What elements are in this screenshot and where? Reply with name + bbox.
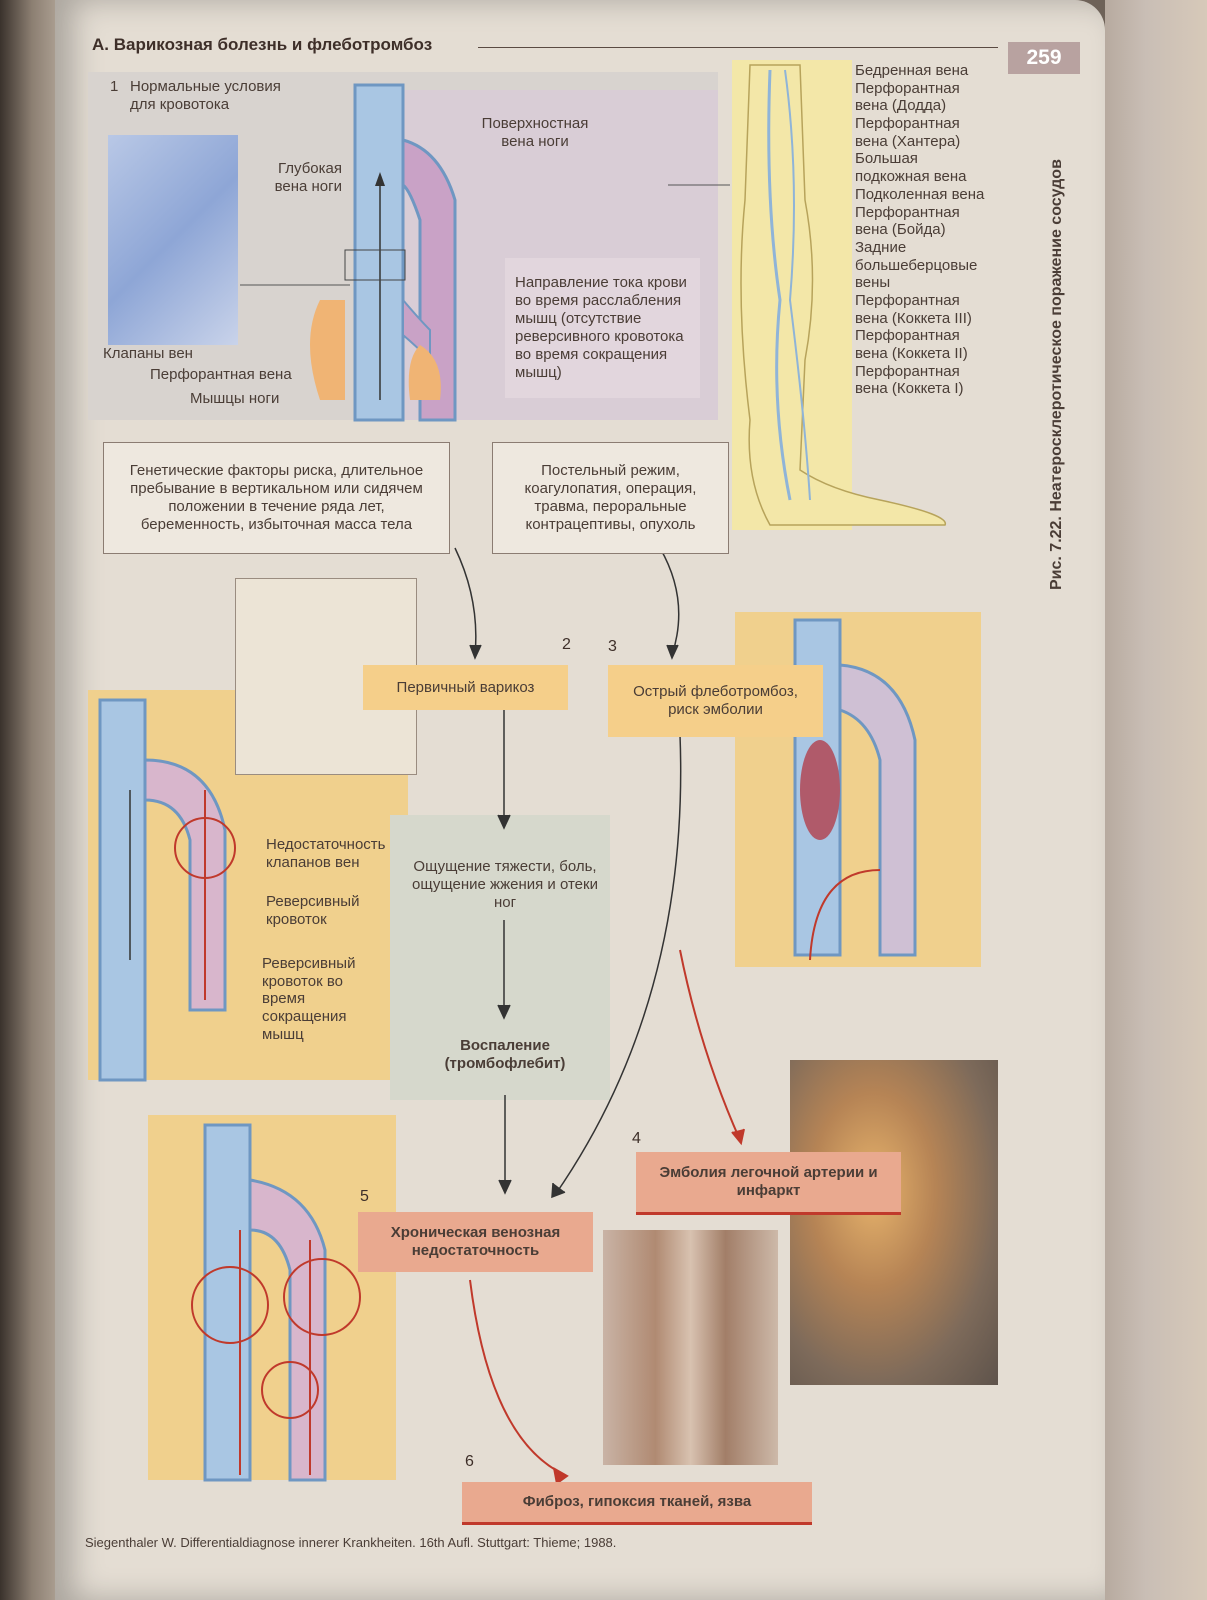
symptoms-label: Ощущение тяжести, боль, ощущение жжения … [412, 858, 598, 911]
label-deep-vein: Глубокая вена ноги [274, 160, 342, 195]
legs-ulcer-photo [603, 1230, 778, 1465]
leg-label: Перфорантная вена (Коккета III) [855, 291, 972, 327]
chronic-box: Хроническая венозная недостаточность [358, 1212, 593, 1272]
risk-factors-left: Генетические факторы риска, длительное п… [103, 442, 450, 554]
step-number-4: 4 [632, 1130, 641, 1147]
valves-photo [108, 135, 238, 345]
leg-outline [740, 64, 946, 526]
risk-factors-right: Постельный режим, коагулопатия, операция… [492, 442, 729, 554]
flow-direction-box: Направление тока крови во время расслабл… [505, 258, 700, 398]
leg-label: Перфорантная вена (Хантера) [855, 115, 961, 150]
step-number-6: 6 [465, 1453, 474, 1470]
panel5-background [148, 1115, 396, 1480]
panel2-veins [98, 698, 236, 1082]
embolism-label: Эмболия легочной артерии и инфаркт [659, 1164, 878, 1199]
leg-label: Перфорантная вена (Коккета II) [855, 327, 968, 362]
acute-thrombosis-box: Острый флеботромбоз, риск эмболии [608, 665, 823, 737]
label-valve-insufficiency: Недостаточность клапанов вен [266, 836, 386, 871]
label-perforant: Перфорантная вена [150, 366, 292, 383]
step-number-5: 5 [360, 1188, 369, 1205]
leg-label: Перфорантная вена (Коккета I) [855, 362, 964, 398]
flow-direction-label: Направление тока крови во время расслабл… [515, 274, 687, 381]
panel1-subtitle: Нормальные условия для кровотока [130, 78, 281, 113]
title-rule [478, 47, 998, 48]
primary-varicose-box: Первичный варикоз [363, 665, 568, 710]
inflammation-label: Воспаление (тромбофлебит) [444, 1037, 566, 1072]
label-reverse-flow: Реверсивный кровоток [266, 893, 360, 928]
embolism-underline [636, 1212, 901, 1215]
leg-label: Перфорантная вена (Додда) [855, 79, 960, 115]
source-footer: Siegenthaler W. Differentialdiagnose inn… [85, 1535, 617, 1550]
leg-label: Подколенная вена [855, 185, 985, 203]
leg-labels: Бедренная вена Перфорантная вена (Додда)… [855, 62, 995, 398]
embolism-box: Эмболия легочной артерии и инфаркт [636, 1152, 901, 1212]
page-edge [1105, 0, 1207, 1600]
label-muscles: Мышцы ноги [190, 390, 280, 407]
inflammation-box: Воспаление (тромбофлебит) [415, 1025, 595, 1085]
acute-thrombosis-label: Острый флеботромбоз, риск эмболии [633, 683, 798, 718]
panel5-veins [191, 1123, 361, 1482]
primary-varicose-label: Первичный варикоз [396, 678, 535, 696]
fibrosis-label: Фиброз, гипоксия тканей, язва [522, 1493, 752, 1510]
leg-label: Бедренная вена [855, 62, 969, 79]
leg-label: Перфорантная вена (Бойда) [855, 203, 960, 239]
flow-arrows [454, 547, 682, 1199]
lung-photo [790, 1060, 998, 1385]
chronic-label: Хроническая венозная недостаточность [390, 1224, 561, 1259]
panel1-veins [310, 83, 457, 422]
label-superficial-vein: Поверхностная вена ноги [481, 115, 589, 150]
step-number-2: 2 [562, 636, 571, 653]
panel1-number: 1 [110, 78, 119, 95]
label-valves: Клапаны вен [103, 345, 193, 362]
step-number-3: 3 [608, 638, 617, 655]
page-title: А. Варикозная болезнь и флеботромбоз [92, 35, 433, 54]
symptoms-box: Ощущение тяжести, боль, ощущение жжения … [405, 845, 605, 925]
center-flow-background [390, 815, 610, 1100]
leg-label: Большая подкожная вена [855, 150, 967, 186]
page-number: 259 [1008, 42, 1080, 74]
fibrosis-box: Фиброз, гипоксия тканей, язва [462, 1482, 812, 1522]
red-arrows [469, 949, 745, 1485]
risk-factors-right-text: Постельный режим, коагулопатия, операция… [524, 462, 697, 533]
leg-label: Задние большеберцовые вены [855, 238, 978, 292]
risk-factors-left-text: Генетические факторы риска, длительное п… [129, 462, 424, 533]
fibrosis-underline [462, 1522, 812, 1525]
label-reverse-flow-muscle: Реверсивный кровоток во время сокращения… [262, 955, 356, 1043]
